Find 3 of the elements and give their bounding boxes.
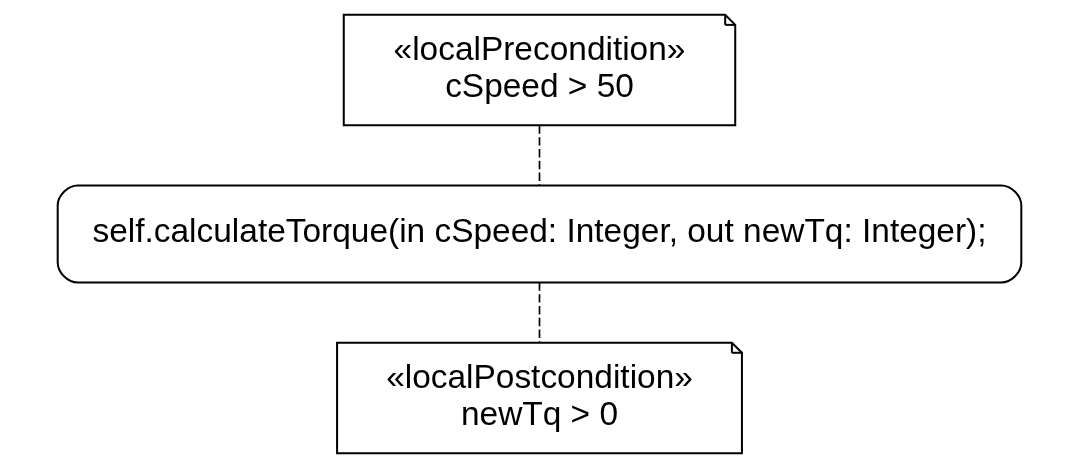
node-box: self.calculateTorque(in cSpeed: Integer, out newTq: Integer); (56, 184, 1023, 284)
connector (538, 281, 541, 344)
connector (538, 124, 541, 187)
